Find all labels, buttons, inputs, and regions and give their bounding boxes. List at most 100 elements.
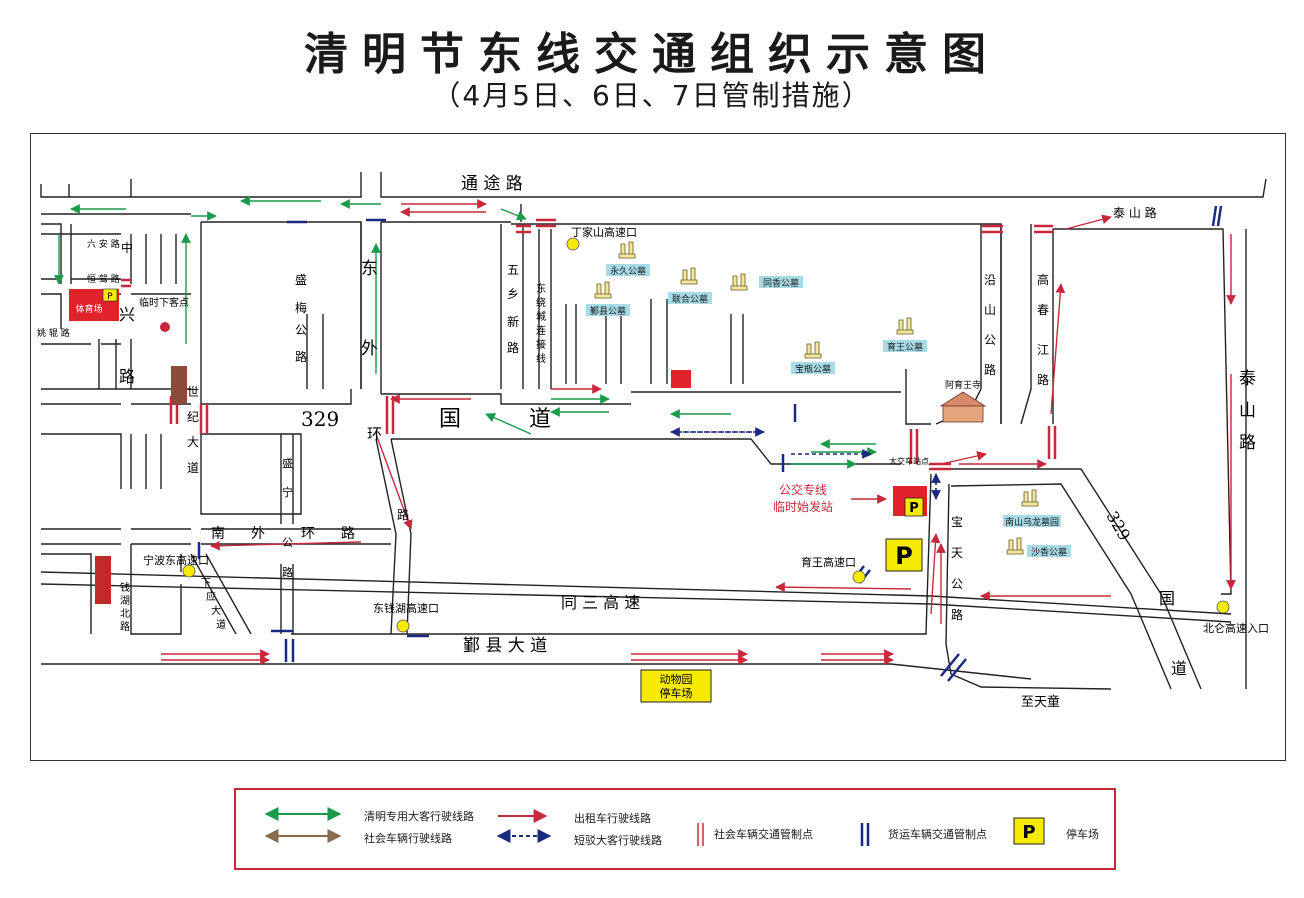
svg-text:P: P (909, 501, 919, 516)
svg-text:南: 南 (211, 526, 225, 542)
svg-text:东: 东 (361, 259, 378, 279)
svg-text:六 安 路: 六 安 路 (87, 238, 120, 250)
legend-label-social: 社会车辆行驶线路 (364, 832, 452, 845)
landmark-block (671, 370, 691, 388)
svg-text:东: 东 (536, 282, 546, 295)
svg-text:东钱湖高速口: 东钱湖高速口 (373, 601, 439, 615)
legend-symbols: P (264, 807, 1045, 846)
bus-terminal: 公交专线 临时始发站 P 大交车站点 (773, 456, 929, 517)
svg-text:宁: 宁 (282, 485, 293, 499)
svg-text:公: 公 (951, 577, 963, 591)
svg-text:道: 道 (1171, 659, 1187, 678)
shuttle-routes (670, 427, 941, 500)
svg-text:育王公墓: 育王公墓 (887, 341, 923, 353)
svg-text:联合公墓: 联合公墓 (672, 293, 708, 305)
svg-text:绕: 绕 (536, 296, 546, 309)
road-network (40, 172, 1267, 690)
svg-text:P: P (895, 542, 913, 570)
svg-text:公: 公 (282, 536, 293, 549)
svg-text:沿: 沿 (984, 273, 996, 287)
svg-text:同香公墓: 同香公墓 (763, 277, 799, 289)
svg-text:路: 路 (341, 526, 355, 542)
svg-text:329: 329 (1103, 508, 1135, 544)
landmark-block (171, 366, 187, 404)
temporary-stop-label: 临时下客点 (139, 296, 189, 309)
svg-text:山: 山 (1239, 401, 1256, 421)
svg-text:体育场: 体育场 (75, 303, 102, 315)
svg-text:江: 江 (1037, 343, 1049, 357)
svg-text:泰: 泰 (1239, 369, 1256, 389)
svg-text:姚 辊 路: 姚 辊 路 (37, 327, 70, 339)
svg-text:路: 路 (397, 507, 409, 522)
svg-text:道: 道 (216, 618, 226, 631)
svg-text:纪: 纪 (187, 410, 199, 424)
svg-text:道: 道 (187, 461, 199, 475)
legend-label-shuttle: 短驳大客行驶线路 (574, 834, 662, 847)
svg-text:临时始发站: 临时始发站 (773, 499, 833, 514)
svg-text:恒 驾 路: 恒 驾 路 (87, 273, 120, 285)
svg-text:沙香公墓: 沙香公墓 (1031, 546, 1067, 558)
svg-text:路: 路 (295, 349, 307, 364)
sports-field: P 体育场 (69, 288, 119, 321)
svg-text:高: 高 (1037, 272, 1049, 287)
svg-text:停车场: 停车场 (660, 686, 693, 700)
svg-text:宝: 宝 (951, 515, 963, 529)
svg-text:P: P (1022, 822, 1035, 843)
freight-control-points (197, 205, 1223, 682)
highway-exit-markers (182, 237, 1230, 633)
svg-text:路: 路 (507, 340, 519, 355)
legend-parking-icon (1013, 817, 1045, 845)
svg-text:公: 公 (295, 323, 307, 337)
traffic-map: P 体育场 永久公墓 鄞县公墓 联合公墓 同香公墓 宝瓶公墓 育王公墓 南山乌龙… (37, 172, 1269, 710)
svg-text:永久公墓: 永久公墓 (610, 265, 646, 277)
svg-text:丁家山高速口: 丁家山高速口 (571, 225, 637, 239)
svg-text:大交车站点: 大交车站点 (889, 456, 929, 466)
svg-text:路: 路 (1037, 372, 1049, 387)
svg-text:路: 路 (282, 566, 293, 579)
legend-label-taxi: 出租车行驶线路 (574, 812, 651, 825)
svg-text:国: 国 (1159, 589, 1175, 608)
svg-text:盛: 盛 (295, 272, 307, 287)
svg-text:宝瓶公墓: 宝瓶公墓 (795, 363, 831, 375)
svg-text:国: 国 (439, 407, 461, 432)
legend: P 清明专用大客行驶线路 社会车辆行驶线路 出租车行驶线路 短驳大客行驶线路 社… (234, 788, 1116, 870)
svg-text:山: 山 (984, 303, 996, 317)
svg-text:接: 接 (536, 338, 546, 351)
svg-text:阿育王寺: 阿育王寺 (945, 379, 981, 391)
highway-exit-labels: 丁家山高速口 育王高速口 宁波东高速口 东钱湖高速口 北仑高速入口 (143, 225, 1269, 635)
ayuwang-temple: 阿育王寺 (939, 379, 987, 423)
map-title: 清明节东线交通组织示意图 (304, 29, 1000, 80)
svg-text:外: 外 (251, 526, 265, 542)
map-subtitle: （4月5日、6日、7日管制措施） (432, 79, 872, 112)
svg-text:北仑高速入口: 北仑高速入口 (1203, 621, 1269, 635)
zoo-parking: 动物园 停车场 (640, 669, 712, 703)
svg-text:泰 山 路: 泰 山 路 (1113, 205, 1157, 220)
svg-text:下: 下 (201, 578, 211, 589)
svg-text:环: 环 (367, 425, 382, 443)
svg-text:鄞县公墓: 鄞县公墓 (590, 305, 626, 317)
svg-text:至天童: 至天童 (1021, 694, 1060, 710)
svg-text:育王高速口: 育王高速口 (801, 555, 856, 569)
svg-text:路: 路 (120, 620, 130, 633)
svg-text:路: 路 (951, 607, 963, 622)
svg-text:路: 路 (984, 362, 996, 377)
svg-text:公交专线: 公交专线 (779, 482, 827, 497)
svg-text:中: 中 (121, 240, 133, 255)
cemetery-icon (594, 241, 1039, 555)
road-labels: 通 途 路 泰 山 路 泰 山 路 国 道 329 环 东 外 盛 梅 公 路 … (37, 174, 1256, 710)
svg-text:道: 道 (529, 407, 551, 432)
svg-text:连: 连 (536, 324, 546, 337)
svg-text:P: P (107, 292, 113, 302)
svg-text:兴: 兴 (119, 305, 135, 324)
parking-lot-p: P (885, 538, 923, 572)
svg-text:大: 大 (187, 435, 199, 449)
svg-text:世: 世 (187, 385, 199, 399)
svg-text:通 途 路: 通 途 路 (461, 174, 523, 194)
qingming-bus-routes (54, 196, 877, 469)
taxi-routes (161, 199, 1236, 665)
cemetery-labels: 永久公墓 鄞县公墓 联合公墓 同香公墓 宝瓶公墓 育王公墓 南山乌龙墓园 沙香公… (586, 264, 1071, 558)
svg-text:湖: 湖 (120, 595, 130, 607)
svg-text:天: 天 (951, 546, 963, 560)
svg-text:钱: 钱 (120, 581, 130, 594)
landmark-block (95, 556, 111, 604)
